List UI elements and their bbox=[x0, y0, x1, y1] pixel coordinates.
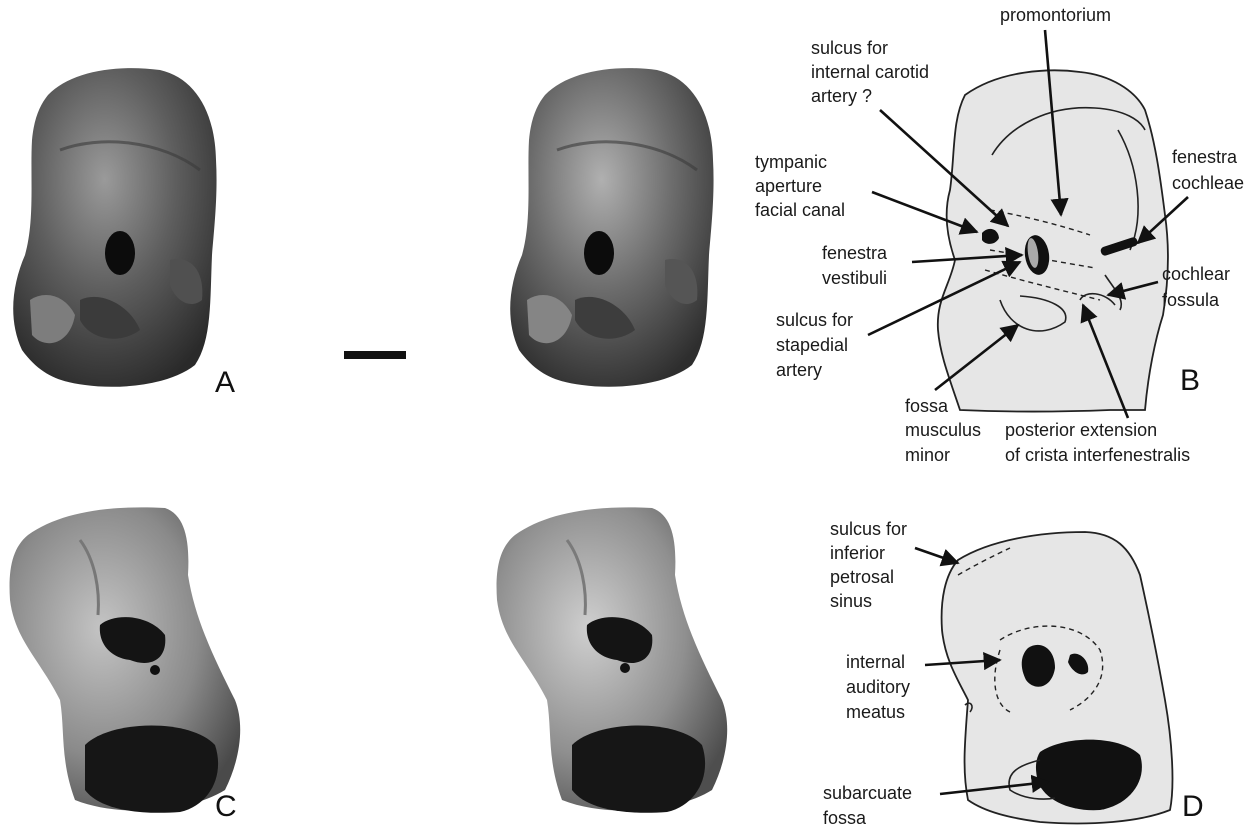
label-sulcus-petrosal: sulcus for inferior petrosal sinus bbox=[830, 519, 912, 611]
panel-letter-b: B bbox=[1180, 364, 1200, 397]
label-sulcus-stapedial: sulcus for stapedial artery bbox=[776, 310, 858, 380]
label-fenestra-cochleae: fenestra cochleae bbox=[1172, 147, 1244, 193]
fossil-photo-c-right bbox=[497, 507, 728, 812]
label-subarcuate: subarcuate fossa bbox=[823, 783, 917, 828]
label-internal-auditory: internal auditory meatus bbox=[846, 652, 915, 722]
drawing-d bbox=[942, 532, 1173, 824]
scale-bar bbox=[344, 351, 406, 359]
label-promontorium: promontorium bbox=[1000, 5, 1111, 25]
label-sulcus-carotid: sulcus for internal carotid artery ? bbox=[811, 38, 934, 106]
label-cochlear-fossula: cochlear fossula bbox=[1162, 264, 1235, 310]
fossil-photo-c-left bbox=[10, 507, 241, 812]
panel-letter-a: A bbox=[215, 366, 235, 399]
label-posterior-extension: posterior extension of crista interfenes… bbox=[1005, 420, 1190, 465]
label-tympanic-aperture: tympanic aperture facial canal bbox=[755, 152, 845, 220]
label-fenestra-vestibuli: fenestra vestibuli bbox=[822, 243, 892, 288]
panel-letter-d: D bbox=[1182, 790, 1204, 823]
fossil-photo-a-right bbox=[510, 68, 713, 387]
fossil-photo-a-left bbox=[13, 68, 216, 387]
panel-letter-c: C bbox=[215, 790, 237, 823]
